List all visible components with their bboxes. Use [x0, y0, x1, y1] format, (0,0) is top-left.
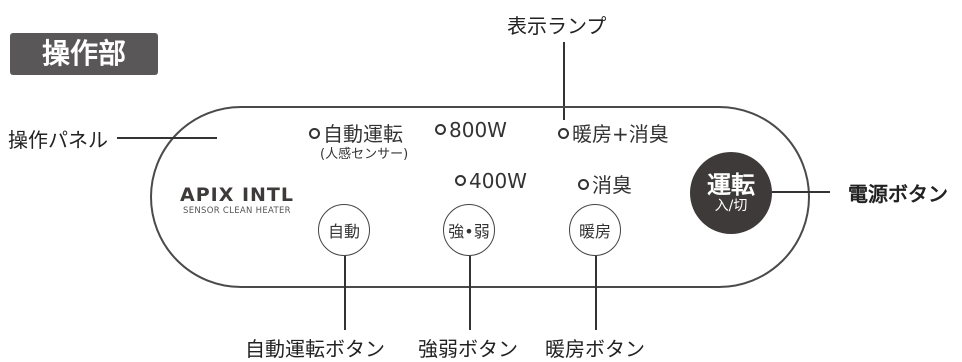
indicator-auto: 自動運転 [309, 118, 403, 147]
indicator-heat-deodorize-label: 暖房+消臭 [572, 122, 669, 146]
indicator-400w-label: 400W [469, 169, 527, 193]
strength-button[interactable]: 強•弱 [443, 204, 495, 256]
indicator-auto-sub: (人感センサー) [320, 147, 409, 162]
auto-button-label: 自動運転ボタン [245, 337, 385, 361]
lamp-dot-icon [578, 179, 589, 190]
lamp-dot-icon [558, 128, 569, 139]
control-panel [150, 106, 810, 288]
brand-logo: APIX INTL [180, 184, 295, 206]
indicator-800w-label: 800W [449, 118, 507, 142]
lamp-dot-icon [455, 175, 466, 186]
lamp-dot-icon [435, 124, 446, 135]
lamp-label: 表示ランプ [507, 14, 607, 38]
indicator-heat-deodorize: 暖房+消臭 [558, 118, 669, 147]
lamp-leader-line [563, 42, 565, 120]
indicator-deodorize: 消臭 [578, 169, 632, 198]
lamp-dot-icon [309, 128, 320, 139]
power-button-sublabel: 入/切 [714, 198, 748, 214]
panel-leader-line [117, 137, 217, 139]
auto-button[interactable]: 自動 [318, 204, 370, 256]
brand-tagline: SENSOR CLEAN HEATER [183, 206, 291, 216]
section-tag: 操作部 [10, 33, 158, 75]
panel-label: 操作パネル [8, 128, 108, 152]
heat-button[interactable]: 暖房 [569, 204, 621, 256]
indicator-deodorize-label: 消臭 [592, 173, 632, 197]
power-button-label: 運転 [707, 171, 755, 199]
power-button[interactable]: 運転 入/切 [690, 152, 772, 234]
heat-button-label: 暖房ボタン [545, 337, 645, 361]
indicator-800w: 800W [435, 118, 507, 142]
power-label: 電源ボタン [848, 182, 948, 206]
strength-button-label: 強弱ボタン [418, 337, 518, 361]
heat-leader-line [595, 256, 597, 330]
strength-leader-line [469, 256, 471, 330]
power-leader-line [772, 191, 830, 193]
indicator-auto-label: 自動運転 [323, 122, 403, 146]
auto-leader-line [344, 256, 346, 330]
indicator-400w: 400W [455, 169, 527, 193]
